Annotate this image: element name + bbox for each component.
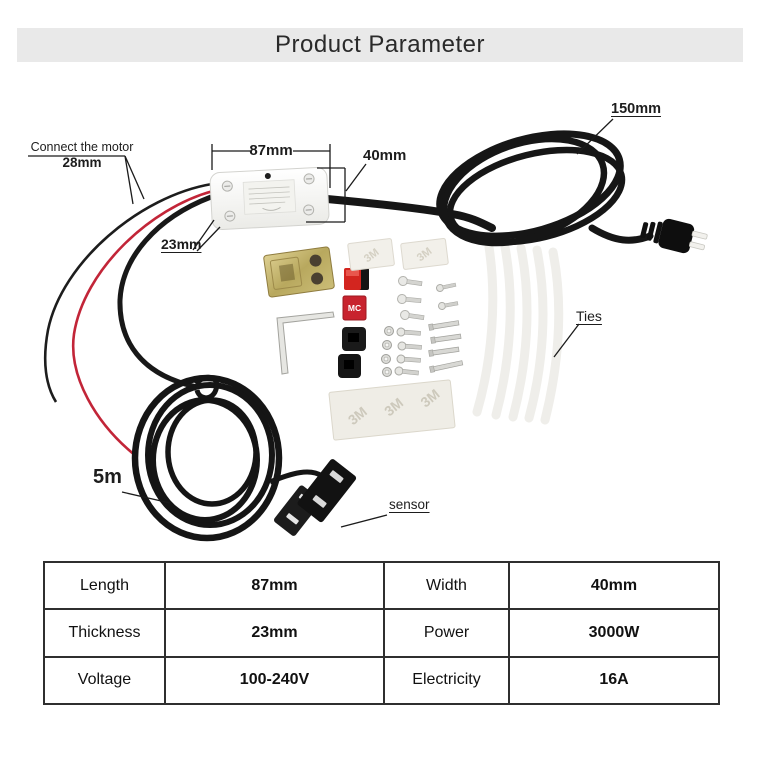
spec-value: 23mm bbox=[164, 608, 385, 658]
sensor-wire-coil bbox=[131, 374, 283, 542]
label-box-thickness: 23mm bbox=[161, 236, 202, 252]
controller-box bbox=[209, 166, 330, 230]
table-row: Length 87mm Width 40mm bbox=[43, 560, 720, 611]
spec-value: 3000W bbox=[508, 608, 720, 658]
title-banner: Product Parameter bbox=[17, 28, 743, 62]
spec-label: Power bbox=[383, 608, 510, 658]
screws-long bbox=[428, 320, 464, 373]
cable-ties bbox=[472, 242, 564, 425]
power-cord-coil bbox=[436, 130, 626, 247]
sensor-lead-wire bbox=[117, 194, 212, 390]
label-box-width: 40mm bbox=[363, 147, 407, 164]
annotation-lines bbox=[28, 118, 614, 528]
motor-wire-length-text: 28mm bbox=[62, 155, 102, 171]
spec-value: 87mm bbox=[164, 560, 385, 611]
spec-label: Thickness bbox=[43, 608, 166, 658]
connect-motor-text: Connect the motor bbox=[30, 140, 134, 154]
coil-to-sensor-wire bbox=[269, 469, 324, 485]
label-sensor-wire-length: 5m bbox=[93, 466, 122, 488]
spec-value: 16A bbox=[508, 655, 720, 706]
spec-value: 40mm bbox=[508, 560, 720, 611]
screws-medium bbox=[394, 327, 422, 376]
table-row: Voltage 100-240V Electricity 16A bbox=[43, 655, 720, 706]
table-row: Thickness 23mm Power 3000W bbox=[43, 608, 720, 658]
spec-label: Electricity bbox=[383, 655, 510, 706]
adhesive-pad-small-2: 3M bbox=[400, 238, 449, 270]
spec-table: Length 87mm Width 40mm Thickness 23mm Po… bbox=[43, 560, 720, 706]
spec-label: Width bbox=[383, 560, 510, 611]
power-cord-exit bbox=[588, 224, 654, 244]
label-power-cord-length: 150mm bbox=[611, 101, 661, 117]
coil-knot bbox=[194, 374, 220, 401]
spec-label: Length bbox=[43, 560, 166, 611]
adhesive-pad-small-1: 3M bbox=[347, 238, 395, 271]
spec-label: Voltage bbox=[43, 655, 166, 706]
spec-value: 100-240V bbox=[164, 655, 385, 706]
magnetic-sensor bbox=[274, 459, 357, 536]
motor-wire-black bbox=[43, 182, 213, 403]
screws-tiny bbox=[436, 282, 459, 310]
power-plug bbox=[640, 218, 708, 254]
screws-short bbox=[397, 276, 425, 320]
micro-switch-marking: MC bbox=[348, 303, 361, 313]
l-bracket bbox=[276, 311, 335, 375]
page-title: Product Parameter bbox=[275, 31, 485, 58]
black-cap-1 bbox=[342, 327, 366, 351]
power-cord-feed bbox=[323, 195, 496, 232]
micro-switch-red: MC bbox=[342, 295, 367, 321]
nuts bbox=[381, 326, 394, 377]
limit-switch-red bbox=[344, 268, 369, 290]
mounting-bracket-brass bbox=[263, 246, 335, 298]
label-connect-motor: Connect the motor 28mm bbox=[22, 140, 142, 171]
label-box-length: 87mm bbox=[249, 142, 293, 159]
black-cap-2 bbox=[338, 354, 361, 378]
box-led bbox=[264, 173, 271, 180]
label-ties: Ties bbox=[576, 308, 602, 324]
adhesive-pad-large: 3M 3M 3M bbox=[328, 379, 456, 441]
label-sensor: sensor bbox=[389, 497, 430, 512]
motor-wire-red bbox=[71, 189, 214, 458]
